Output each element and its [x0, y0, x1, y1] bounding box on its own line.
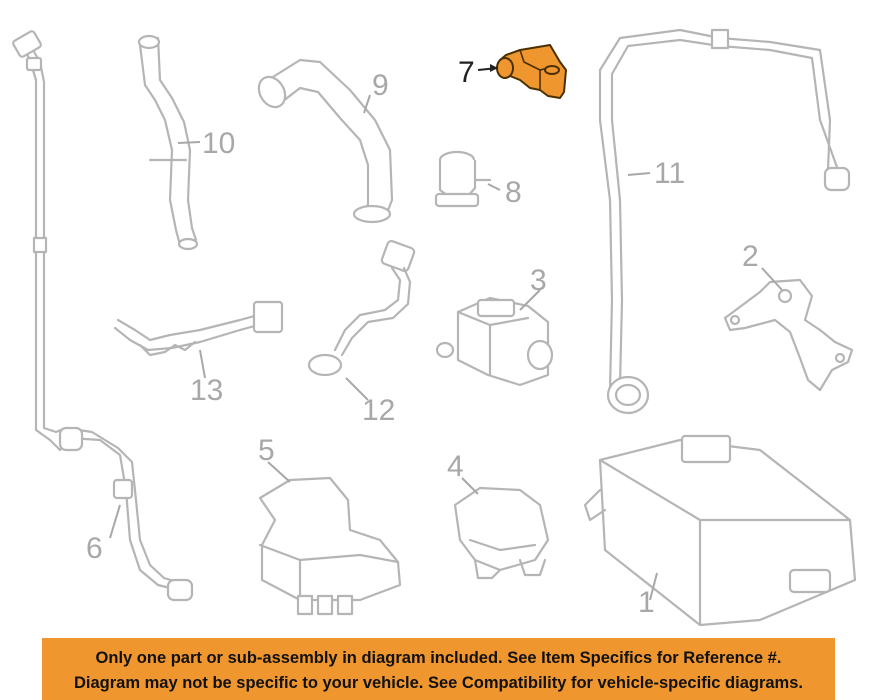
- callout-5: 5: [258, 434, 275, 467]
- leader-11: [627, 172, 651, 176]
- leader-5: [267, 461, 291, 483]
- leader-7-arrow: [490, 64, 498, 72]
- part-12-sensor: [307, 239, 416, 377]
- callout-8: 8: [505, 176, 522, 209]
- callout-leaders: [109, 64, 783, 601]
- disclaimer-line-2: Diagram may not be specific to your vehi…: [74, 674, 803, 692]
- part-3-solenoid: [435, 296, 554, 387]
- callout-6: 6: [86, 532, 103, 565]
- part-11-tube: [598, 28, 851, 415]
- callout-10: 10: [202, 127, 235, 160]
- leader-4: [461, 477, 479, 495]
- leader-3: [519, 289, 541, 311]
- part-6-vapor-tube: [12, 30, 194, 602]
- part-8-valve: [434, 150, 492, 208]
- leader-6: [109, 504, 121, 539]
- part-5-valve-assembly: [258, 476, 402, 616]
- leader-10: [177, 141, 201, 144]
- part-13-harness: [113, 300, 284, 357]
- leader-9: [363, 94, 371, 114]
- callout-7: 7: [458, 56, 475, 89]
- disclaimer-line-1: Only one part or sub-assembly in diagram…: [95, 649, 782, 667]
- part-10-hose: [137, 34, 199, 251]
- part-1-canister: [583, 434, 857, 627]
- callout-3: 3: [530, 264, 547, 297]
- part-9-elbow-hose: [257, 58, 394, 224]
- part-7-connector-highlighted: [496, 44, 567, 99]
- disclaimer-banner: Only one part or sub-assembly in diagram…: [42, 638, 835, 700]
- parts-diagram: 1 2 3 4 5 6 7 8 9 10 11 12 13: [12, 28, 857, 627]
- leader-13: [199, 349, 206, 379]
- callout-4: 4: [447, 450, 464, 483]
- part-4-purge-valve: [453, 486, 550, 580]
- leader-2: [761, 267, 783, 291]
- leader-8: [487, 183, 501, 191]
- callout-1: 1: [638, 586, 655, 619]
- callout-numbers: 1 2 3 4 5 6 7 8 9 10 11 12 13: [86, 56, 759, 619]
- leader-12: [345, 377, 369, 401]
- callout-2: 2: [742, 240, 759, 273]
- callout-9: 9: [372, 69, 389, 102]
- callout-12: 12: [362, 394, 395, 427]
- part-2-bracket: [723, 278, 854, 392]
- callout-13: 13: [190, 374, 223, 407]
- leader-1: [649, 572, 658, 601]
- callout-11: 11: [654, 157, 685, 190]
